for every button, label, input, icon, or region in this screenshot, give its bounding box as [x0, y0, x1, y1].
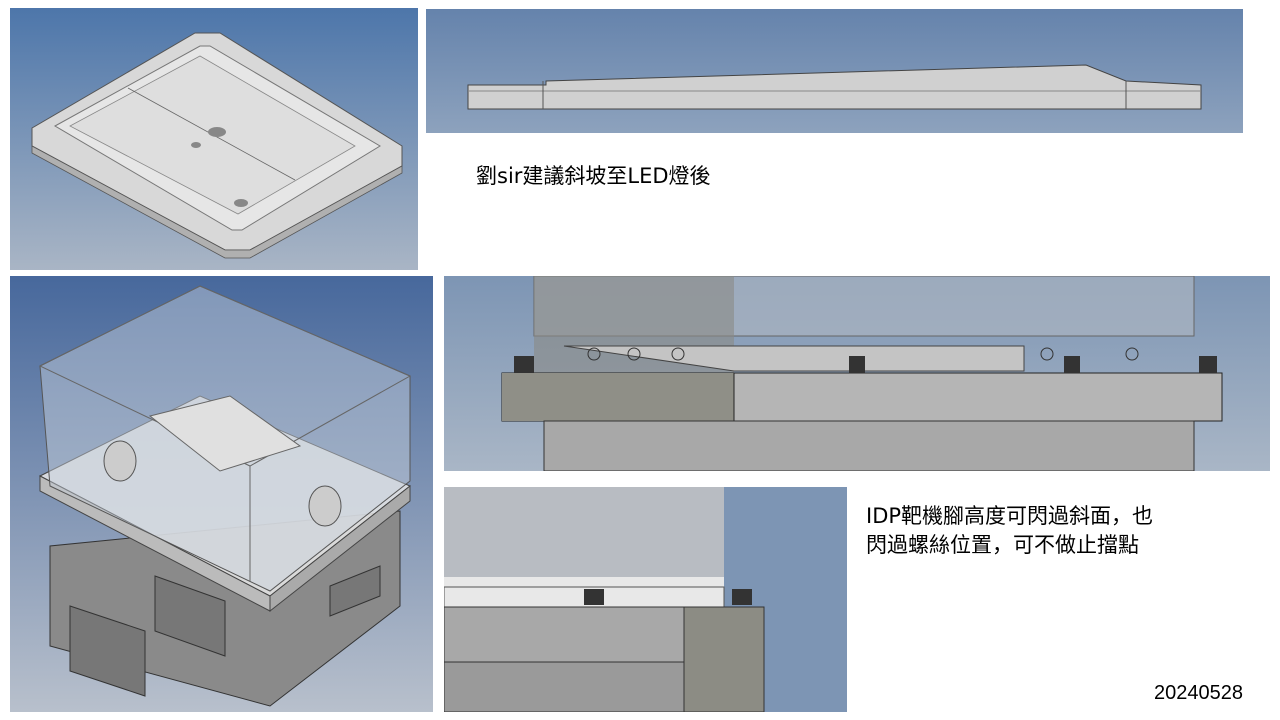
cad-section-detail-screw: [444, 487, 847, 712]
cad-view-tray-side-profile: [426, 9, 1243, 133]
cad-view-tray-isometric: [10, 8, 418, 270]
ramp-note: 劉sir建議斜坡至LED燈後: [476, 164, 711, 188]
slide-date: 20240528: [1154, 682, 1243, 704]
idp-clearance-note: IDP靶機腳高度可閃過斜面，也閃過螺絲位置，可不做止擋點: [866, 504, 1154, 557]
cad-view-enclosure-assembly: [10, 276, 433, 712]
cad-section-detail-ramp: [444, 276, 1270, 471]
